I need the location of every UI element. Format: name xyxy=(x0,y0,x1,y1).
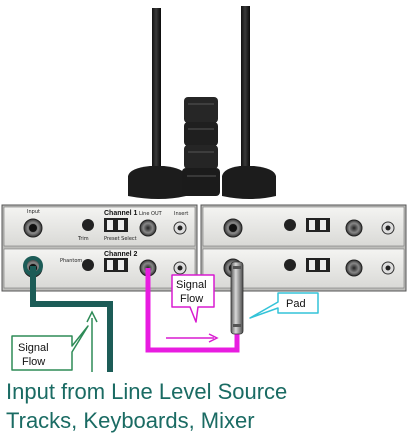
pad-callout: Pad xyxy=(249,292,319,319)
caption-line-1: Input from Line Level Source xyxy=(6,379,287,404)
line-out-label: Line OUT xyxy=(139,211,163,217)
bass-module-stack xyxy=(182,97,220,196)
input-cable xyxy=(30,266,113,372)
channel2-label: Channel 2 xyxy=(104,251,138,258)
caption-line-2: Tracks, Keyboards, Mixer xyxy=(6,408,255,433)
trim-label: Trim xyxy=(77,236,89,242)
signal-flow-right-arrow xyxy=(166,333,219,343)
preset-select-label: Preset Select xyxy=(104,236,137,242)
input-label: Input xyxy=(27,209,40,215)
signal-flow-right-text-2: Flow xyxy=(180,293,203,305)
trim-knob[interactable] xyxy=(82,219,94,231)
left-speaker-base xyxy=(128,166,186,199)
line-out-jack[interactable] xyxy=(139,219,157,237)
speaker-system xyxy=(128,6,276,199)
right-speaker-column xyxy=(241,6,250,174)
phantom-label: Phantom xyxy=(60,258,82,264)
preamp-rack-left: Input Trim Preset Select Channel 1 Line … xyxy=(1,204,198,292)
left-speaker-column xyxy=(152,8,161,176)
signal-flow-callout-left: Signal Flow xyxy=(11,325,89,371)
signal-flow-right-text-1: Signal xyxy=(176,279,207,291)
signal-flow-up-arrow xyxy=(86,310,98,372)
signal-flow-callout-right: Signal Flow xyxy=(171,274,215,323)
channel1-label: Channel 1 xyxy=(104,210,138,217)
pad-callout-text: Pad xyxy=(286,298,306,310)
right-speaker-base xyxy=(222,166,276,199)
line-out-cable xyxy=(145,268,240,353)
insert-label: Insert xyxy=(174,211,188,217)
trim-knob-2[interactable] xyxy=(82,259,94,271)
inline-pad xyxy=(230,261,244,335)
signal-flow-left-text-2: Flow xyxy=(22,356,45,368)
signal-flow-left-text-1: Signal xyxy=(18,342,49,354)
